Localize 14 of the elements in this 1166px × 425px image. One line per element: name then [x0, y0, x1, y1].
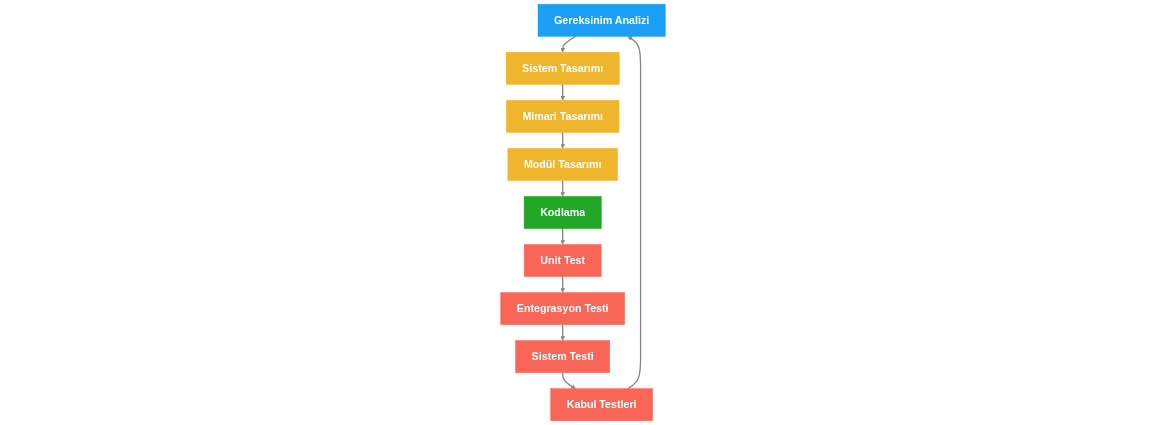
node-box: Sistem Tasarımı: [505, 52, 620, 85]
arrow: [560, 131, 565, 149]
arrow: [560, 35, 577, 53]
node-box: Unit Test: [523, 244, 602, 277]
node-box: Kodlama: [523, 196, 602, 229]
arrow: [560, 227, 565, 245]
node-box: Gereksinim Analizi: [537, 4, 666, 37]
node-box: Mimari Tasarımı: [506, 100, 620, 133]
node-box: Kabul Testleri: [550, 388, 653, 421]
arrow: [626, 36, 642, 390]
node-box: Sistem Testi: [515, 340, 610, 373]
node-box: Entegrasyon Testi: [500, 292, 625, 325]
node-box: Modül Tasarımı: [507, 148, 618, 181]
arrow: [562, 372, 576, 389]
